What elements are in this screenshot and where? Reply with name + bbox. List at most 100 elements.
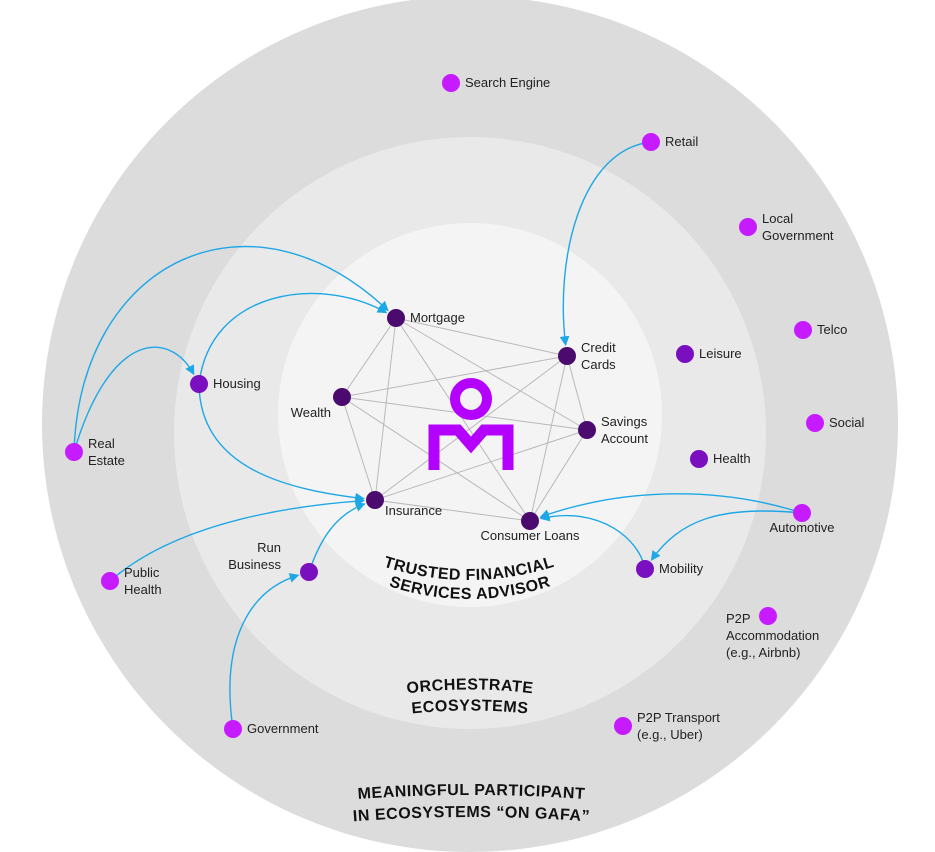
node-label-p2p-accommodation: P2P Accommodation (e.g., Airbnb) (726, 611, 819, 660)
ring-label-outer: MEANINGFUL PARTICIPANT IN ECOSYSTEMS “ON… (352, 782, 590, 825)
node-label-line: Account (601, 431, 648, 446)
arrow-run-business-to-insurance (308, 502, 366, 573)
arrow-automotive-to-mobility (650, 510, 803, 561)
node-automotive: Automotive (769, 504, 835, 535)
node-label-telco: Telco (817, 322, 847, 337)
node-label-line: Government (247, 721, 319, 736)
node-dot-local-government (739, 218, 757, 236)
node-label-line: Public (124, 565, 160, 580)
node-dot-consumer-loans (521, 512, 539, 530)
node-dot-health (690, 450, 708, 468)
node-insurance: Insurance (366, 491, 442, 518)
node-dot-public-health (101, 572, 119, 590)
node-label-line: Run (257, 540, 281, 555)
svg-text:ORCHESTRATE: ORCHESTRATE (406, 676, 535, 697)
node-label-search-engine: Search Engine (465, 75, 550, 90)
arrow-public-health-to-insurance (109, 496, 366, 582)
node-label-line: Accommodation (726, 628, 819, 643)
svg-text:IN ECOSYSTEMS “ON GAFA”: IN ECOSYSTEMS “ON GAFA” (352, 804, 590, 825)
arrow-government-to-run-business (229, 573, 300, 730)
node-dot-government (224, 720, 242, 738)
mesh-edge-mortgage-consumer-loans (395, 317, 531, 522)
mesh-edge-savings-account-consumer-loans (529, 429, 588, 522)
node-label-line: Health (713, 451, 751, 466)
mesh-edge-credit-cards-savings-account (566, 355, 588, 431)
node-label-line: (e.g., Airbnb) (726, 645, 800, 660)
node-dot-retail (642, 133, 660, 151)
node-consumer-loans: Consumer Loans (481, 512, 580, 543)
node-dot-insurance (366, 491, 384, 509)
ring-label-outer-line-1: MEANINGFUL PARTICIPANT (357, 782, 585, 803)
node-label-consumer-loans: Consumer Loans (481, 528, 580, 543)
node-label-mortgage: Mortgage (410, 310, 465, 325)
node-dot-credit-cards (558, 347, 576, 365)
node-label-social: Social (829, 415, 865, 430)
node-telco: Telco (794, 321, 847, 339)
node-wealth: Wealth (291, 388, 351, 420)
ring-label-middle: ORCHESTRATE ECOSYSTEMS (406, 676, 535, 717)
node-label-health: Health (713, 451, 751, 466)
node-label-line: P2P Transport (637, 710, 720, 725)
arrow-real-estate-to-mortgage (73, 245, 389, 453)
ring-label-middle-line-1: ORCHESTRATE (406, 676, 534, 697)
node-dot-p2p-accommodation (759, 607, 777, 625)
ring-label-middle-line-2: ECOSYSTEMS (411, 697, 529, 717)
node-government: Government (224, 720, 319, 738)
node-label-line: Consumer Loans (481, 528, 580, 543)
mesh-edge-mortgage-credit-cards (395, 317, 568, 357)
node-label-housing: Housing (213, 376, 261, 391)
mesh-edge-mortgage-wealth (341, 317, 397, 398)
node-label-line: Business (228, 557, 281, 572)
node-p2p-transport: P2P Transport(e.g., Uber) (614, 710, 720, 742)
node-label-line: P2P (726, 611, 751, 626)
mesh-edge-insurance-savings-account (374, 429, 588, 501)
node-label-line: Retail (665, 134, 698, 149)
node-label-line: Government (762, 228, 834, 243)
node-label-leisure: Leisure (699, 346, 742, 361)
node-label-line: Mobility (659, 561, 704, 576)
node-label-line: Leisure (699, 346, 742, 361)
arrows (73, 141, 803, 730)
node-dot-run-business (300, 563, 318, 581)
arrow-retail-to-credit-cards (559, 141, 652, 347)
node-label-p2p-transport: P2P Transport(e.g., Uber) (637, 710, 720, 742)
arrow-mobility-to-consumer-loans (539, 511, 646, 570)
node-label-line: Estate (88, 453, 125, 468)
node-dot-housing (190, 375, 208, 393)
mesh-edge-mortgage-savings-account (395, 317, 588, 431)
node-retail: Retail (642, 133, 698, 151)
node-dot-leisure (676, 345, 694, 363)
arrow-housing-to-mortgage (198, 292, 388, 385)
arrow-housing-to-insurance (198, 383, 366, 503)
node-dot-telco (794, 321, 812, 339)
mesh-edge-insurance-consumer-loans (374, 499, 531, 522)
node-dot-p2p-transport (614, 717, 632, 735)
node-label-line: Savings (601, 414, 648, 429)
mesh-edge-mortgage-insurance (374, 317, 397, 501)
node-dot-mobility (636, 560, 654, 578)
arrow-real-estate-to-housing (73, 346, 195, 453)
mesh-edge-wealth-insurance (341, 396, 376, 501)
node-label-line: Wealth (291, 405, 331, 420)
node-mobility: Mobility (636, 560, 704, 578)
node-label-line: Social (829, 415, 865, 430)
ring-label-outer-line-2: IN ECOSYSTEMS “ON GAFA” (352, 804, 590, 825)
node-label-line: Housing (213, 376, 261, 391)
node-label-line: Search Engine (465, 75, 550, 90)
node-dot-automotive (793, 504, 811, 522)
mesh-edge-credit-cards-consumer-loans (529, 355, 568, 522)
node-label-line: Local (762, 211, 793, 226)
node-dot-mortgage (387, 309, 405, 327)
mesh-edge-credit-cards-insurance (374, 355, 568, 501)
